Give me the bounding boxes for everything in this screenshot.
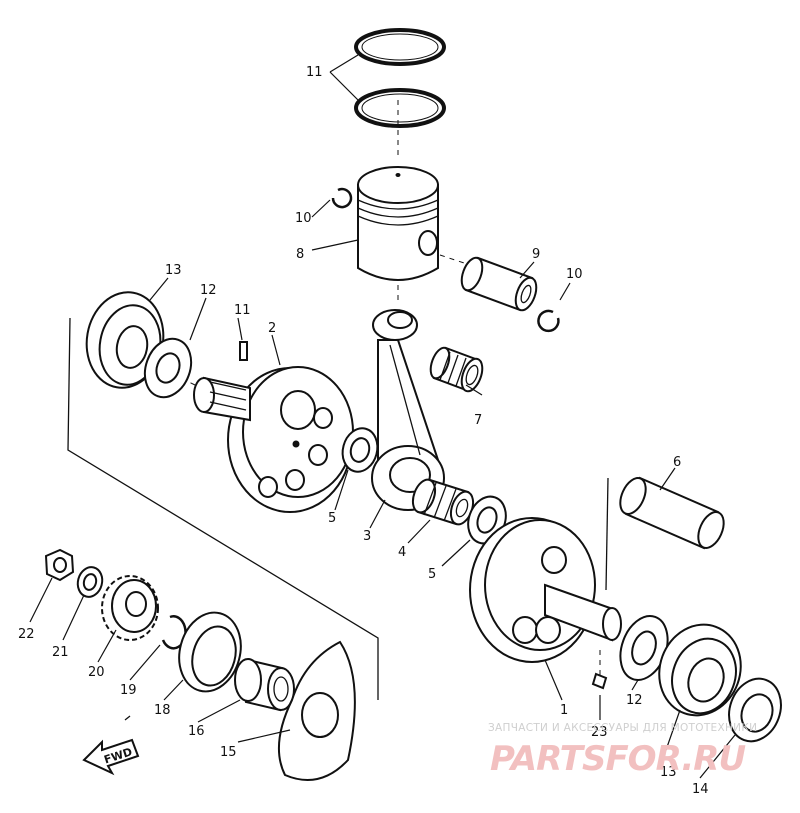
big-end-needle-bearing — [411, 478, 475, 526]
piston-ring-upper — [354, 28, 446, 66]
label-1: 1 — [560, 703, 568, 718]
label-12-right: 12 — [626, 693, 643, 708]
connecting-rod — [371, 309, 445, 511]
piston-pin — [460, 256, 538, 312]
label-10-right: 10 — [566, 267, 583, 282]
oil-seal-left — [178, 611, 242, 693]
piston — [357, 166, 439, 281]
label-15: 15 — [220, 745, 237, 760]
fwd-arrow-icon: FWD — [82, 738, 140, 776]
label-2: 2 — [268, 321, 276, 336]
leader-lines — [29, 54, 736, 779]
crankshaft-shim-right — [619, 615, 669, 681]
label-12-left: 12 — [200, 283, 217, 298]
label-6: 6 — [673, 455, 681, 470]
cover-plate — [277, 640, 356, 781]
primary-drive-gear — [101, 575, 159, 641]
crank-half-right — [469, 517, 622, 663]
label-20: 20 — [88, 665, 105, 680]
piston-ring-lower — [354, 88, 446, 128]
lock-washer — [76, 566, 104, 598]
label-19: 19 — [120, 683, 137, 698]
label-4: 4 — [398, 545, 406, 560]
label-11-rings: 11 — [306, 65, 323, 80]
crankshaft-shim-left — [143, 337, 193, 399]
label-3: 3 — [363, 529, 371, 544]
watermark-brand: PARTSFOR.RU — [490, 739, 745, 779]
woodruff-key — [239, 341, 248, 361]
nut — [44, 548, 75, 582]
label-10-left: 10 — [295, 211, 312, 226]
label-16: 16 — [188, 724, 205, 739]
spacer-collar — [234, 658, 295, 712]
piston-pin-clip-left — [331, 187, 353, 209]
crank-half-left — [193, 366, 354, 513]
watermark: ЗАПЧАСТИ И АКСЕССУАРЫ ДЛЯ МОТОТЕХНИКИ PA… — [488, 722, 757, 779]
watermark-caption: ЗАПЧАСТИ И АКСЕССУАРЫ ДЛЯ МОТОТЕХНИКИ — [488, 722, 757, 734]
label-11-key: 11 — [234, 303, 251, 318]
crank-pin — [619, 476, 725, 550]
label-5-right: 5 — [428, 567, 436, 582]
part-number-labels: 11 10 8 9 10 13 12 11 2 7 5 3 4 5 6 1 12… — [18, 65, 709, 797]
label-13-right: 13 — [660, 765, 677, 780]
label-14: 14 — [692, 782, 709, 797]
crankshaft-bearing-right — [658, 623, 742, 717]
label-23: 23 — [591, 725, 608, 740]
label-7: 7 — [474, 413, 482, 428]
label-18: 18 — [154, 703, 171, 718]
label-22: 22 — [18, 627, 35, 642]
label-13-left: 13 — [165, 263, 182, 278]
label-9: 9 — [532, 247, 540, 262]
small-end-needle-bearing — [429, 346, 484, 393]
label-21: 21 — [52, 645, 69, 660]
thrust-washer-left — [341, 427, 379, 473]
piston-pin-clip-right — [537, 309, 560, 333]
label-8: 8 — [296, 247, 304, 262]
label-5-left: 5 — [328, 511, 336, 526]
crankshaft-key — [591, 672, 608, 690]
oil-seal-right — [728, 677, 782, 743]
